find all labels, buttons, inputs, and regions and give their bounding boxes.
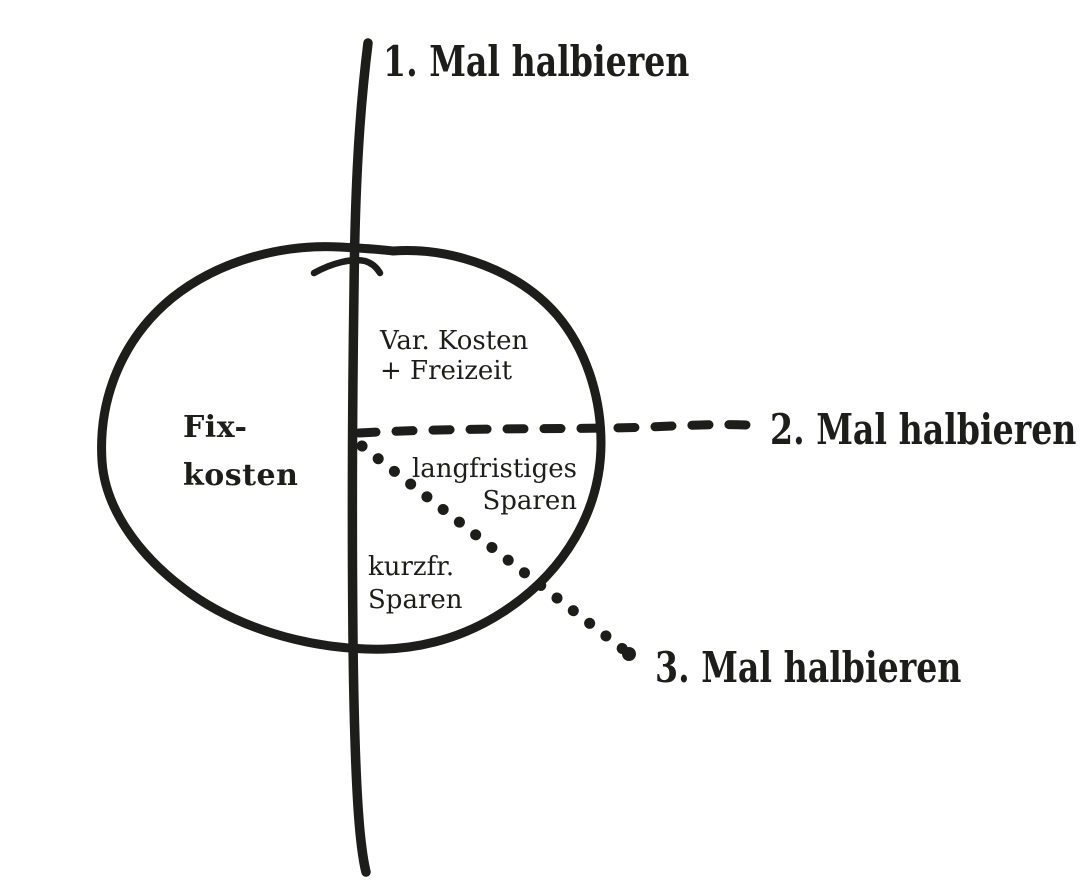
langfristiges-sparen-label: langfristiges Sparen [411,453,577,517]
fixkosten-line1: Fix- [183,410,248,445]
step3-text: 3. Mal halbieren [655,643,962,692]
langfristiges-line1: langfristiges [411,454,577,484]
dotted-halving-line [356,440,634,659]
circle-outline [97,242,606,654]
kurzfr-line2: Sparen [368,585,463,615]
var-kosten-line1: Var. Kosten [380,326,529,356]
fixkosten-line2: kosten [183,458,299,493]
var-kosten-freizeit-label: Var. Kosten + Freizeit [380,326,528,386]
step1-text: 1. Mal halbieren [383,37,690,86]
dotted-line-end-dot [622,647,636,661]
step2-label: 2. Mal halbieren [770,409,1076,451]
vertical-halving-line [347,38,373,877]
step1-label: 1. Mal halbieren [383,41,689,83]
step2-text: 2. Mal halbieren [770,405,1077,454]
kurzfristiges-sparen-label: kurzfr. Sparen [368,551,463,617]
step3-label: 3. Mal halbieren [655,647,961,689]
fixkosten-label: Fix- kosten [183,404,298,500]
dashed-halving-line [354,420,752,438]
circle-pen-overlap-stroke [310,256,384,277]
kurzfr-line1: kurzfr. [368,552,455,582]
langfristiges-line2: Sparen [482,486,577,516]
var-kosten-line2: + Freizeit [380,356,513,386]
